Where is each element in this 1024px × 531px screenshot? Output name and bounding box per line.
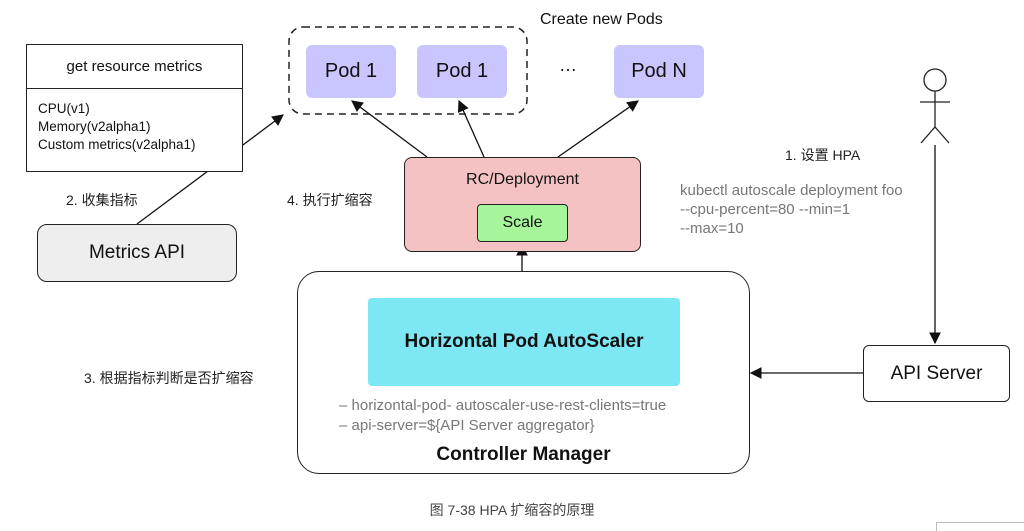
arrow-to-pod-2: [457, 99, 485, 158]
metrics-api-box: Metrics API: [37, 224, 237, 282]
user-icon: [920, 68, 950, 144]
pod-1: Pod 1: [306, 45, 396, 98]
figure-caption: 图 7-38 HPA 扩缩容的原理: [429, 502, 595, 518]
step-4-label: 4. 执行扩缩容: [287, 192, 373, 208]
metric-cpu: CPU(v1): [38, 101, 90, 116]
command-line-2: --cpu-percent=80 --min=1: [680, 201, 851, 218]
controller-flags: – horizontal-pod- autoscaler-use-rest-cl…: [339, 396, 666, 436]
pod-n: Pod N: [614, 45, 704, 98]
flag-api-server: – api-server=${API Server aggregator}: [339, 417, 595, 434]
hpa-box: Horizontal Pod AutoScaler: [368, 298, 680, 386]
step-2-label: 2. 收集指标: [66, 192, 138, 208]
step-3-label: 3. 根据指标判断是否扩缩容: [84, 370, 254, 386]
metric-memory: Memory(v2alpha1): [38, 119, 151, 134]
pods-ellipsis: …: [559, 54, 577, 75]
metric-custom: Custom metrics(v2alpha1): [38, 137, 196, 152]
command-line-3: --max=10: [680, 220, 744, 237]
deployment-box: RC/Deployment Scale: [404, 157, 641, 252]
cropped-box-corner: [936, 522, 1024, 531]
arrow-to-pod-1: [351, 100, 428, 158]
command-line-1: kubectl autoscale deployment foo: [680, 182, 903, 199]
api-server-box: API Server: [863, 345, 1010, 402]
metrics-box-title: get resource metrics: [27, 45, 242, 89]
step-1-label: 1. 设置 HPA: [785, 147, 861, 163]
pods-group-title: Create new Pods: [540, 11, 663, 28]
flag-rest-clients: – horizontal-pod- autoscaler-use-rest-cl…: [339, 397, 667, 414]
metrics-box-list: CPU(v1) Memory(v2alpha1) Custom metrics(…: [38, 100, 196, 154]
kubectl-command: kubectl autoscale deployment foo --cpu-p…: [680, 181, 903, 238]
metrics-box: get resource metrics CPU(v1) Memory(v2al…: [26, 44, 243, 172]
pod-2: Pod 1: [417, 45, 507, 98]
arrow-to-pod-n: [557, 100, 639, 158]
controller-manager-box: Horizontal Pod AutoScaler – horizontal-p…: [297, 271, 750, 474]
controller-manager-label: Controller Manager: [436, 444, 611, 465]
scale-box: Scale: [477, 204, 568, 242]
deployment-label: RC/Deployment: [466, 171, 579, 188]
